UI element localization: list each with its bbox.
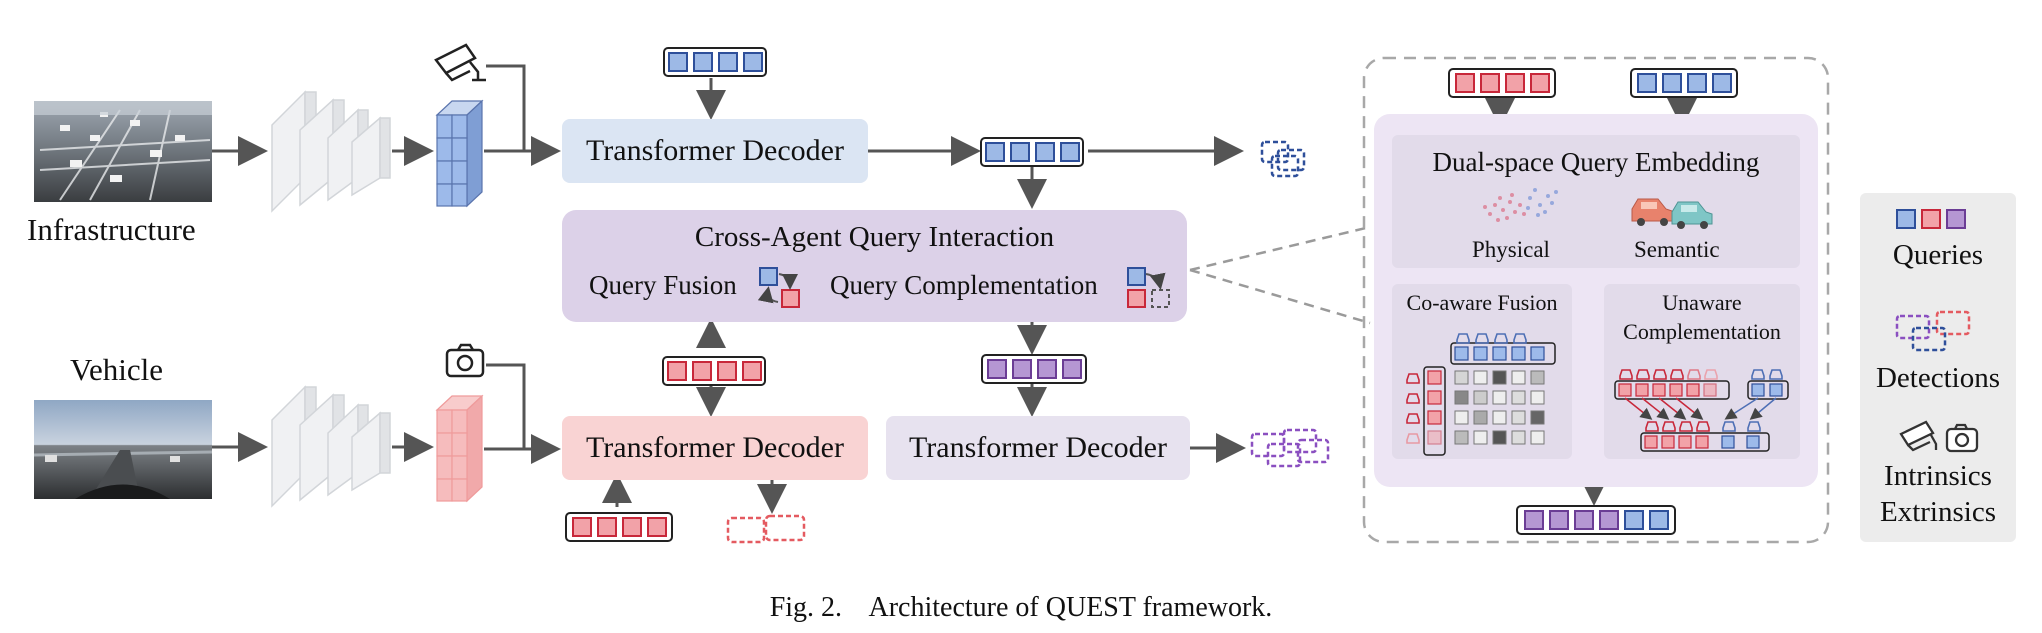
complementation-icon [1127, 267, 1170, 308]
coaware-matrix [1406, 333, 1556, 456]
query-strip-top-output [980, 137, 1084, 167]
query-strip-fused [981, 354, 1087, 384]
semantic-label: Semantic [1634, 237, 1720, 262]
embedding-title: Dual-space Query Embedding [1432, 147, 1760, 177]
feature-map-vehicle [435, 394, 484, 503]
backbone-top [271, 90, 391, 213]
legend-camera-icon [1945, 423, 1979, 453]
query-complementation-label: Query Complementation [830, 270, 1098, 300]
query-strip-detail-red [1448, 68, 1556, 98]
query-strip-vehicle-output [662, 356, 766, 386]
unaware-label-1: Unaware [1662, 290, 1742, 315]
figure-caption: Fig. 2. Architecture of QUEST framework. [769, 592, 1273, 623]
decoder-top-label: Transformer Decoder [586, 134, 844, 167]
decoder-vehicle-label: Transformer Decoder [586, 431, 844, 464]
transformer-decoder-top: Transformer Decoder [562, 119, 868, 183]
infrastructure-label: Infrastructure [27, 212, 196, 247]
cross-agent-interaction: Cross-Agent Query Interaction Query Fusi… [562, 210, 1187, 322]
car-icon [1631, 198, 1673, 226]
query-fusion-label: Query Fusion [589, 270, 737, 300]
legend-detections-label: Detections [1875, 362, 2000, 394]
semantic-cars [1631, 198, 1713, 229]
surveillance-camera-icon [434, 43, 486, 82]
physical-heatmap [1483, 188, 1558, 222]
physical-label: Physical [1472, 237, 1550, 262]
vehicle-image [33, 400, 213, 499]
detail-outline [1362, 56, 1830, 544]
decoder-fused-label: Transformer Decoder [909, 431, 1167, 464]
fusion-icon [757, 267, 800, 308]
unaware-label-2: Complementation [1623, 319, 1781, 344]
query-strip-detail-blue [1630, 68, 1738, 98]
legend-surveillance-camera-icon [1899, 420, 1938, 452]
legend-extrinsics-label: Extrinsics [1880, 496, 1996, 528]
transformer-decoder-fused: Transformer Decoder [886, 416, 1190, 480]
legend-detections-icon [1895, 310, 1971, 352]
infrastructure-image [34, 101, 212, 202]
legend-queries-label: Queries [1892, 239, 1984, 271]
query-strip-detail-output [1516, 505, 1676, 535]
legend-intrinsics-label: Intrinsics [1884, 460, 1992, 492]
car-icon [1671, 201, 1713, 229]
interaction-title: Cross-Agent Query Interaction [694, 221, 1055, 253]
legend-query-swatches [1896, 209, 1966, 229]
coaware-label: Co-aware Fusion [1406, 290, 1558, 315]
query-strip-top-input [663, 47, 767, 77]
detections-icon-fused [1250, 428, 1330, 468]
embedding-panel [1392, 135, 1800, 268]
backbone-bottom [271, 385, 391, 508]
unaware-diagram [1614, 369, 1789, 452]
transformer-decoder-vehicle: Transformer Decoder [562, 416, 868, 480]
detections-icon-top [1260, 140, 1306, 178]
query-strip-vehicle-input [565, 512, 673, 542]
feature-map-infrastructure [435, 99, 484, 208]
camera-icon [445, 343, 485, 378]
legend-panel [1860, 193, 2016, 542]
detections-icon-vehicle [726, 514, 806, 544]
vehicle-label: Vehicle [70, 352, 163, 387]
